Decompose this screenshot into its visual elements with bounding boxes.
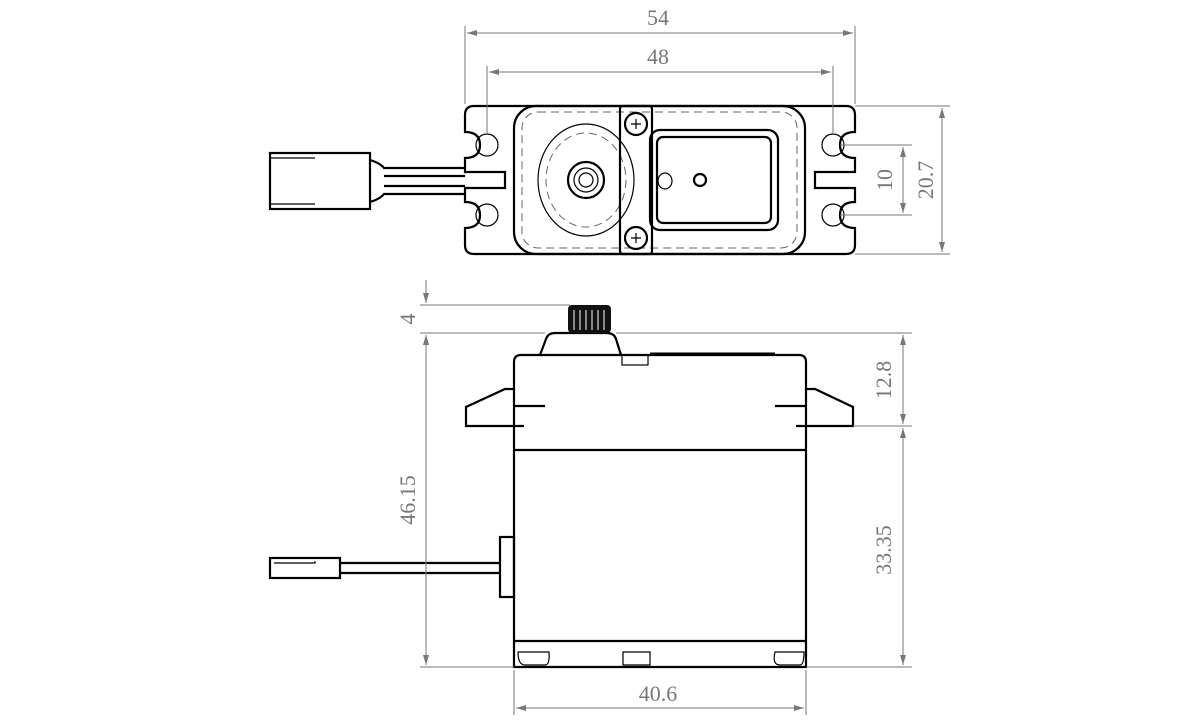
output-spline xyxy=(568,305,611,333)
bottom-feet xyxy=(517,651,805,666)
dim-label-overall-width: 54 xyxy=(647,5,669,30)
dim-label-total-height: 46.15 xyxy=(395,475,420,525)
wire-connector xyxy=(268,151,372,211)
servo-wires xyxy=(369,158,465,204)
side-view-dimensions: 4 46.15 12.8 33.35 40.6 xyxy=(395,280,912,715)
dim-label-hole-spacing: 48 xyxy=(647,44,669,69)
output-shaft-inner xyxy=(573,167,599,193)
side-view xyxy=(268,305,855,669)
screw-boss xyxy=(618,104,654,256)
extension-lines xyxy=(420,304,912,715)
spline-teeth xyxy=(573,310,605,330)
dim-label-body-width: 40.6 xyxy=(639,681,678,706)
mount-hole xyxy=(475,203,499,227)
servo-wire-side xyxy=(340,561,500,575)
case-hidden-outline xyxy=(521,111,798,249)
dim-label-hole-gap: 10 xyxy=(872,169,897,191)
case-body xyxy=(512,104,807,256)
output-shaft-core xyxy=(578,172,594,188)
output-cap xyxy=(538,331,623,356)
adjust-hole xyxy=(692,172,708,188)
top-view-dimensions: 54 48 20.7 10 xyxy=(464,5,950,255)
label-window-inner xyxy=(655,135,773,225)
dim-label-spline-height: 4 xyxy=(395,314,420,325)
dim-label-top-to-flange: 12.8 xyxy=(871,361,896,400)
output-shaft xyxy=(566,160,606,200)
label-window xyxy=(648,128,780,232)
top-view xyxy=(268,104,857,256)
screw-cross xyxy=(631,119,641,129)
gear-housing xyxy=(537,123,635,237)
connector-detail xyxy=(270,157,315,205)
extension-lines xyxy=(464,26,950,255)
screw-icon xyxy=(623,111,649,137)
wire-connector-side xyxy=(268,556,342,580)
case-body-side xyxy=(512,353,808,669)
connector-detail xyxy=(274,561,316,564)
gear-hidden-outline xyxy=(545,132,627,228)
dim-label-flange-to-bottom: 33.35 xyxy=(871,525,896,575)
dim-label-depth: 20.7 xyxy=(913,161,938,200)
top-tab xyxy=(621,354,649,366)
screw-cross xyxy=(631,233,641,243)
screw-icon xyxy=(623,225,649,251)
wire-strain-relief xyxy=(498,535,516,599)
flange-left xyxy=(464,387,545,428)
indicator-hole xyxy=(657,172,673,190)
flange-right xyxy=(775,387,855,428)
